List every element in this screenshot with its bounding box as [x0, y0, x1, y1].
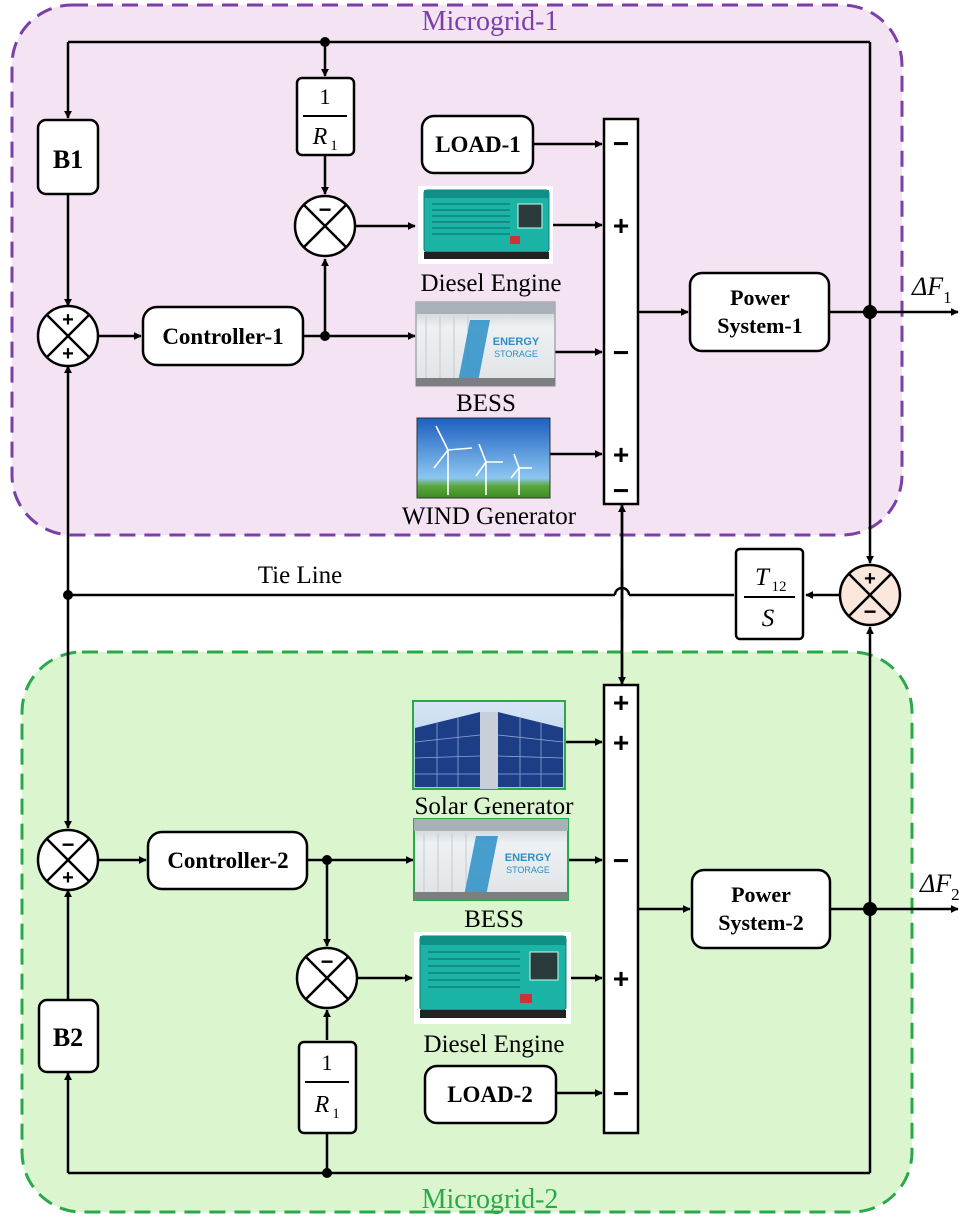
controller-2-block: Controller-2	[148, 832, 307, 889]
controller-2-label: Controller-2	[167, 848, 288, 873]
controller-1-label: Controller-1	[162, 324, 283, 349]
load-1-block: LOAD-1	[422, 116, 533, 173]
droop-block-1: 1 R 1	[297, 78, 354, 155]
droop1-sign-top: −	[319, 197, 332, 222]
output-delta-f2: ΔF2	[919, 869, 960, 904]
tie-block-numerator: T	[755, 564, 771, 591]
tie-sum-sign-bottom: −	[864, 599, 877, 624]
power-system-1-line2: System-1	[717, 313, 803, 338]
droop-1-subscript: 1	[330, 138, 338, 154]
output-delta-f1: ΔF1	[911, 272, 952, 307]
bias-block-b1: B1	[38, 120, 98, 194]
agg1-sign-bess: −	[613, 337, 629, 368]
tie-line-block: T 12 S	[736, 549, 803, 639]
microgrid-1-title: Microgrid-1	[422, 6, 559, 37]
b2-label: B2	[53, 1023, 83, 1052]
droop-summing-junction-2: −	[297, 948, 357, 1008]
load-1-label: LOAD-1	[435, 132, 521, 157]
bess-1-image: ENERGY STORAGE	[416, 302, 555, 386]
aggregator-2: + + − + −	[604, 685, 638, 1133]
agg1-sign-tie: −	[613, 475, 629, 506]
power-system-2-line1: Power	[731, 882, 791, 907]
sum2-sign-top: −	[62, 832, 75, 857]
bess-1-graphic-storage: STORAGE	[494, 349, 538, 359]
droop-1-numerator: 1	[320, 84, 331, 109]
solar-generator-image	[413, 701, 565, 789]
tie-block-subscript: 12	[772, 579, 787, 595]
bess-2-graphic-energy: ENERGY	[505, 852, 552, 864]
droop2-sign-top: −	[321, 949, 334, 974]
tie-line-label: Tie Line	[258, 562, 343, 589]
droop-summing-junction-1: −	[295, 196, 355, 256]
diesel-engine-1-label: Diesel Engine	[421, 270, 562, 297]
bess-1-label: BESS	[456, 390, 516, 417]
agg2-sign-bess: −	[613, 845, 629, 876]
agg2-sign-load: −	[613, 1078, 629, 1109]
power-system-2-line2: System-2	[718, 910, 804, 935]
solar-generator-label: Solar Generator	[415, 793, 575, 820]
droop-2-numerator: 1	[322, 1050, 333, 1075]
droop-2-subscript: 1	[332, 1106, 340, 1122]
tie-summing-junction: + −	[840, 565, 900, 625]
diesel-engine-2-image	[414, 932, 571, 1024]
sum2-sign-bottom: +	[62, 867, 74, 889]
droop-2-denominator: R	[314, 1092, 330, 1118]
microgrid-2-title: Microgrid-2	[422, 1184, 559, 1215]
aggregator-1: − + − + −	[604, 119, 638, 506]
droop-block-2: 1 R 1	[299, 1042, 356, 1133]
bess-2-image: ENERGY STORAGE	[414, 819, 568, 900]
power-system-1-block: Power System-1	[690, 273, 829, 351]
tie-block-denominator: S	[762, 605, 775, 632]
agg2-sign-tie: +	[613, 687, 629, 718]
agg1-sign-wind: +	[613, 439, 629, 470]
agg2-sign-solar: +	[613, 727, 629, 758]
bess-2-label: BESS	[464, 906, 524, 933]
tie-sum-sign-top: +	[864, 568, 876, 590]
power-system-1-line1: Power	[730, 285, 790, 310]
agg2-sign-diesel: +	[613, 963, 629, 994]
load-2-label: LOAD-2	[447, 1082, 533, 1107]
power-system-2-block: Power System-2	[692, 870, 830, 948]
diesel-engine-1-image	[418, 186, 553, 264]
agg1-sign-load: −	[613, 128, 629, 159]
sum1-sign-bottom: +	[62, 343, 74, 365]
diesel-engine-2-label: Diesel Engine	[424, 1031, 565, 1058]
bias-block-b2: B2	[39, 1000, 98, 1072]
agg1-sign-diesel: +	[613, 210, 629, 241]
load-2-block: LOAD-2	[425, 1066, 556, 1123]
controller-1-block: Controller-1	[143, 307, 303, 365]
droop-1-denominator: R	[312, 124, 328, 150]
summing-junction-1: + +	[38, 306, 98, 366]
b1-label: B1	[53, 145, 83, 174]
bess-1-graphic-energy: ENERGY	[493, 336, 540, 348]
sum1-sign-top: +	[62, 309, 74, 331]
wind-generator-label: WIND Generator	[402, 503, 577, 530]
summing-junction-2: − +	[38, 830, 98, 890]
bess-2-graphic-storage: STORAGE	[506, 865, 550, 875]
wind-generator-image	[417, 418, 550, 498]
